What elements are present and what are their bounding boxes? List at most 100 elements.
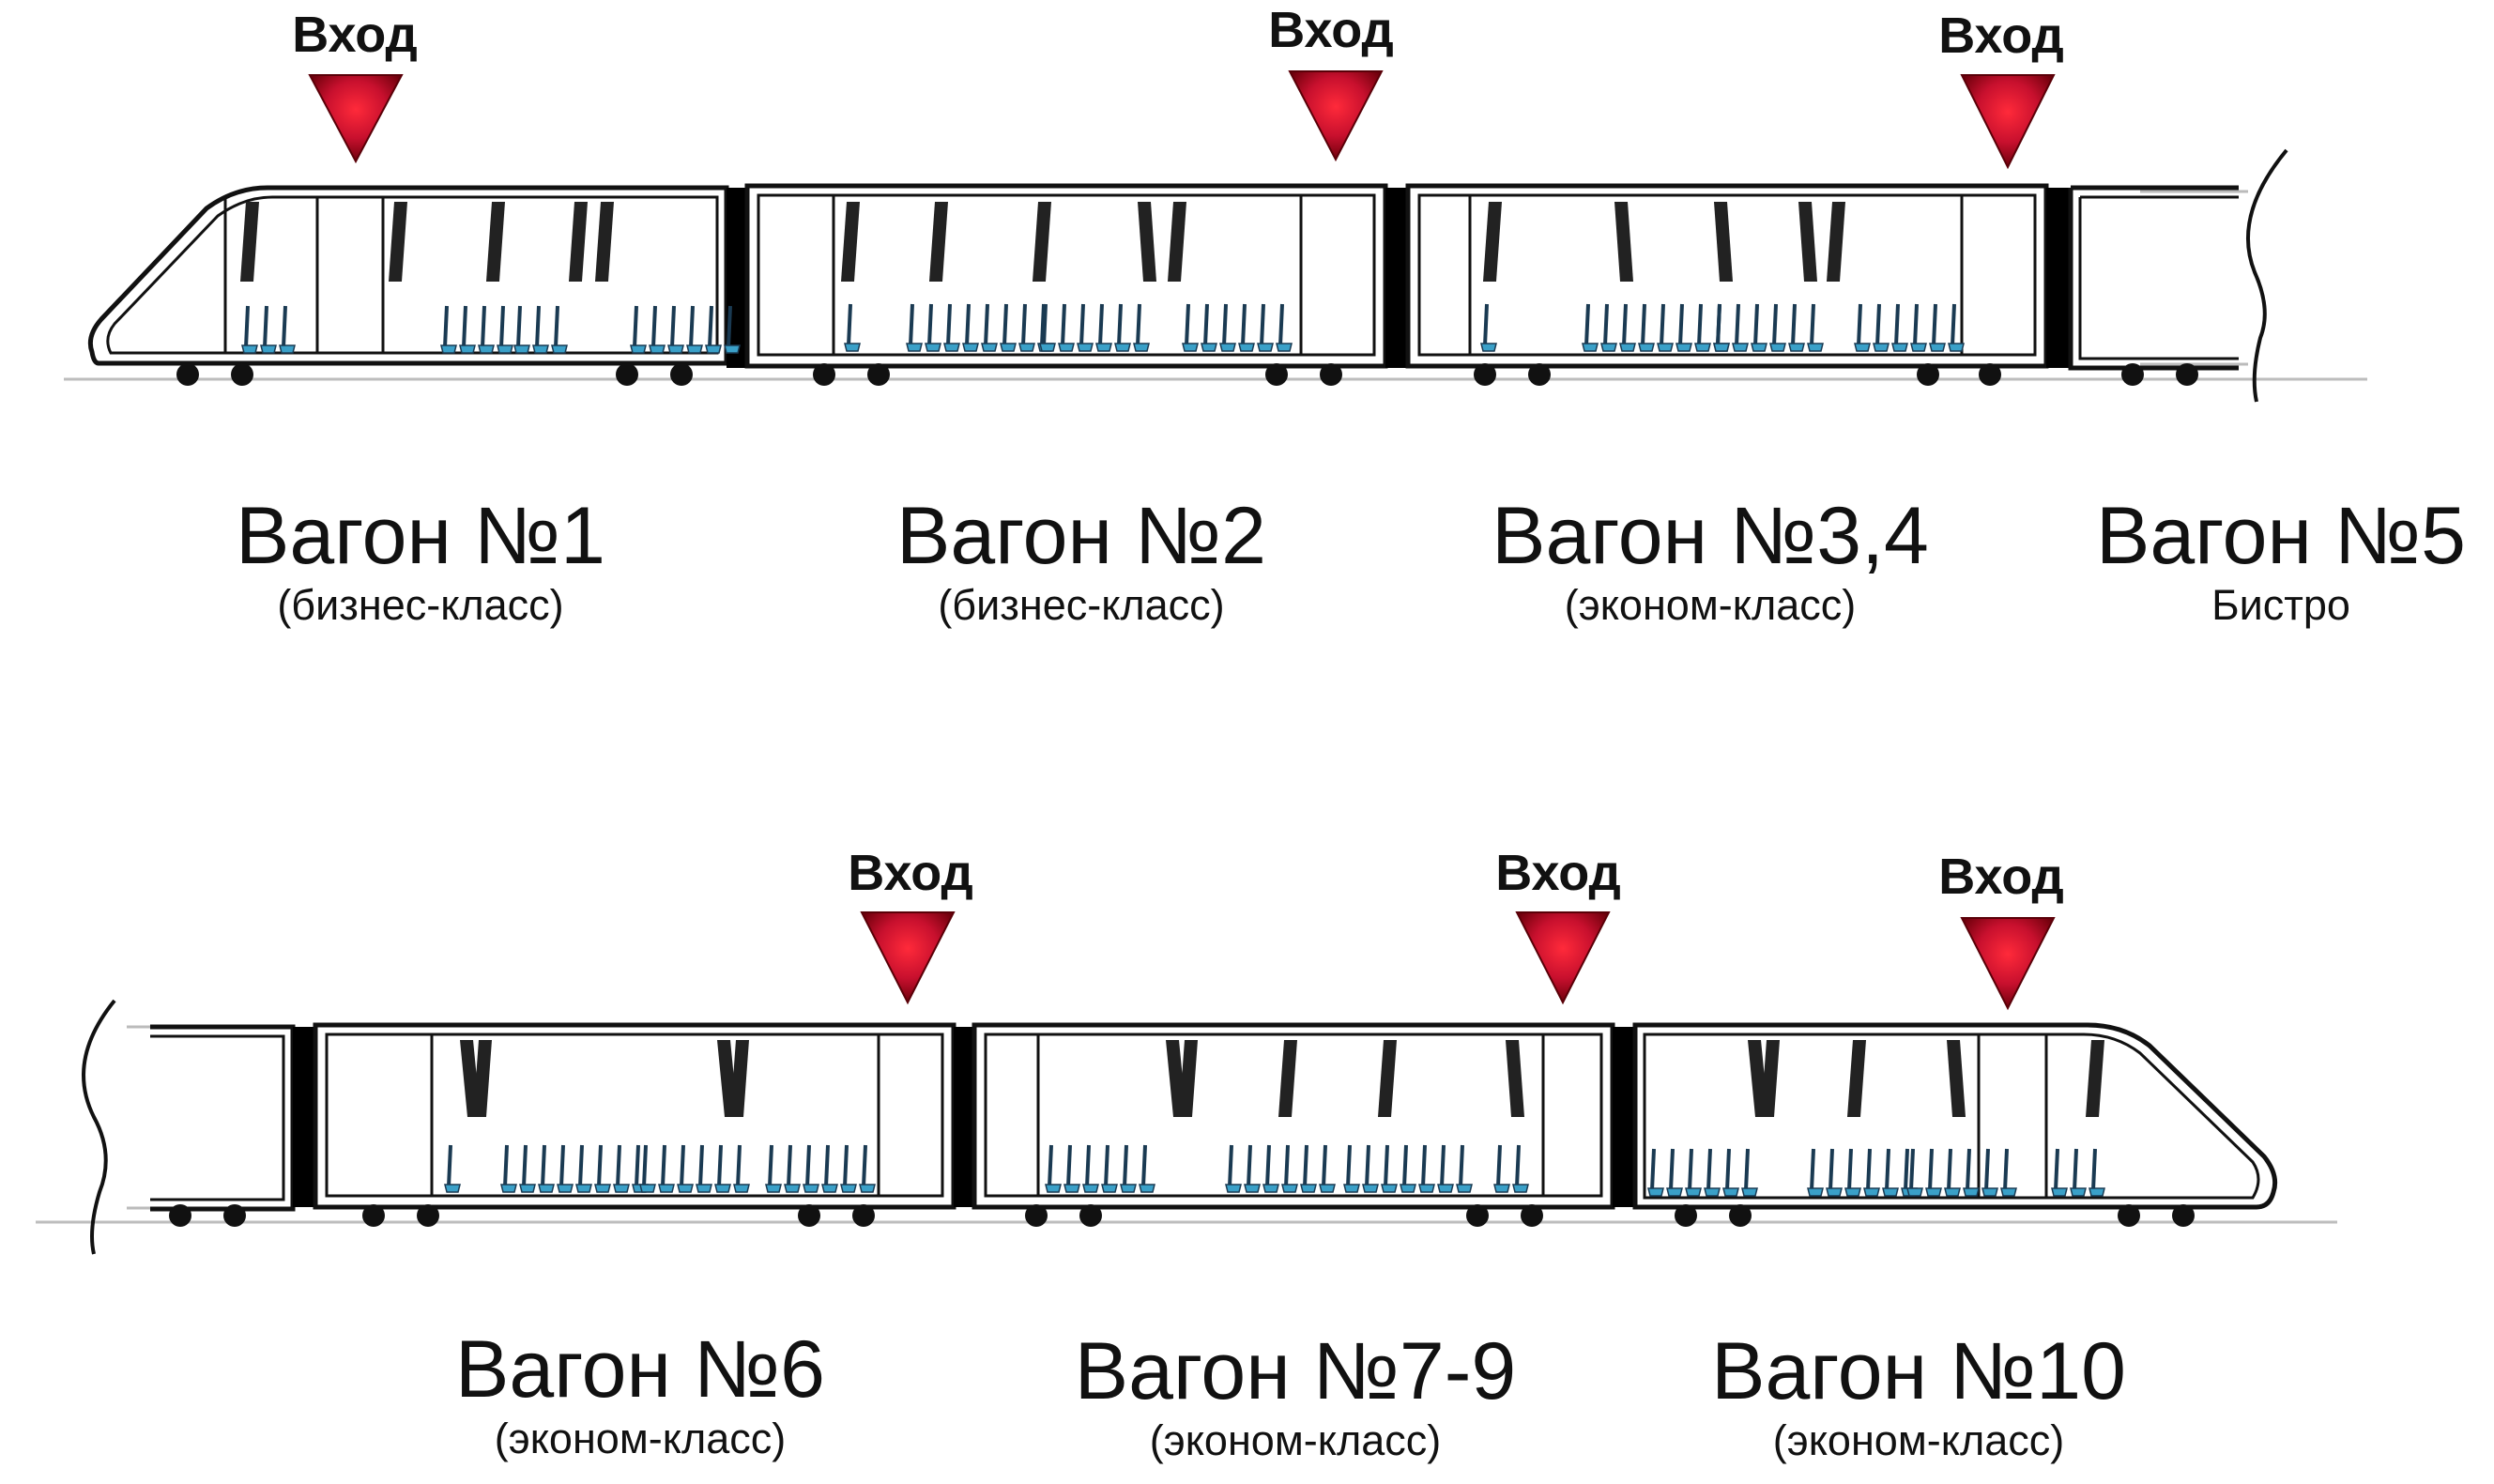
seat-back [1753, 303, 1759, 346]
seat [551, 344, 568, 354]
seat-back [1660, 303, 1665, 346]
entrance-arrow-icon [308, 74, 404, 164]
seat [649, 344, 666, 354]
seat-back [1716, 303, 1721, 346]
seat-back [1061, 303, 1066, 346]
seat-back [984, 303, 989, 346]
seat [1058, 343, 1075, 352]
car-name: Вагон №1 [236, 491, 605, 581]
seat-back [1042, 303, 1048, 346]
car-1-body [87, 185, 729, 366]
seat-back [946, 303, 952, 346]
seat [1863, 1187, 1880, 1197]
seat-back [1791, 303, 1797, 346]
wheel [1265, 363, 1288, 386]
seat [478, 344, 495, 354]
seat [1493, 1184, 1510, 1193]
seat-back [1141, 1144, 1147, 1187]
seat [1826, 1187, 1843, 1197]
seat-back [1459, 1144, 1464, 1187]
car-label-7-9: Вагон №7-9 (эконом-класс) [1075, 1326, 1516, 1464]
seat-back [1909, 1148, 1915, 1191]
wheel [2118, 1204, 2140, 1227]
seat-back [1966, 1148, 1971, 1191]
seat-back [244, 305, 250, 348]
entrance-arrow-icon [1515, 911, 1611, 1005]
seat-back [541, 1144, 546, 1187]
luggage-rack [730, 1040, 749, 1117]
seat [1600, 343, 1617, 352]
coupler [954, 1027, 974, 1207]
wheel [2176, 363, 2198, 386]
seat [1512, 1184, 1529, 1193]
wheel [223, 1204, 246, 1227]
seat [1906, 1187, 1923, 1197]
seat [1963, 1187, 1980, 1197]
seat [724, 344, 741, 354]
seat [1675, 343, 1692, 352]
seat-back [2003, 1148, 2009, 1191]
seat-back [1904, 1148, 1909, 1191]
wheel [2121, 363, 2144, 386]
seat [906, 343, 923, 352]
seat-back [1402, 1144, 1408, 1187]
seat [613, 1184, 630, 1193]
seat-back [633, 305, 638, 348]
seat [1262, 1184, 1279, 1193]
seat-back [1098, 303, 1104, 346]
seat-back [2073, 1148, 2078, 1191]
car-6-body [313, 1022, 956, 1210]
car-5-inner [2078, 195, 2239, 360]
seat-back [503, 1144, 509, 1187]
seat-back [1984, 1148, 1990, 1191]
seat [1741, 1187, 1758, 1197]
luggage-rack [389, 202, 407, 282]
seat [1418, 1184, 1435, 1193]
entrance-arrow-icon [1960, 74, 2056, 170]
seat-back [698, 1144, 704, 1187]
entrance-label: Вход [1938, 849, 2064, 905]
seat-back [651, 305, 657, 348]
top-train [87, 148, 2288, 403]
seat-back [642, 1144, 648, 1187]
wheel [867, 363, 890, 386]
seat-back [1384, 1144, 1389, 1187]
seat [1120, 1184, 1137, 1193]
seat [705, 344, 722, 354]
seat [1114, 343, 1131, 352]
coupler [1385, 188, 1408, 368]
seat-back [1650, 1148, 1656, 1191]
seat [733, 1184, 750, 1193]
seat [1944, 1187, 1961, 1197]
seat-back [1066, 1144, 1072, 1187]
seat [1807, 343, 1824, 352]
luggage-rack [1033, 202, 1051, 282]
seat [784, 1184, 801, 1193]
seat-back [1185, 303, 1190, 346]
seat [557, 1184, 574, 1193]
car-class: (эконом-класс) [495, 1415, 786, 1462]
seat [594, 1184, 611, 1193]
wheel [176, 363, 199, 386]
bottom-train [82, 999, 2278, 1255]
luggage-rack [569, 202, 588, 282]
seat-back [1085, 1144, 1091, 1187]
seat-back [1932, 303, 1937, 346]
seat-back [736, 1144, 742, 1187]
seat-back [1002, 303, 1008, 346]
entrance-label: Вход [1495, 845, 1621, 901]
car-5-body [2068, 185, 2239, 371]
seat [765, 1184, 782, 1193]
seat-back [1725, 1148, 1731, 1191]
luggage-rack [1614, 202, 1633, 282]
seat-back [1241, 303, 1247, 346]
entrance-marker-top-1: Вход [292, 7, 418, 164]
seat [803, 1184, 819, 1193]
car-class: (эконом-класс) [1565, 581, 1856, 629]
seat [1063, 1184, 1080, 1193]
car-name: Вагон №5 [2096, 491, 2466, 581]
seat-back [1228, 1144, 1233, 1187]
wheel [362, 1204, 385, 1227]
car-label-3-4: Вагон №3,4 (эконом-класс) [1492, 491, 1929, 629]
